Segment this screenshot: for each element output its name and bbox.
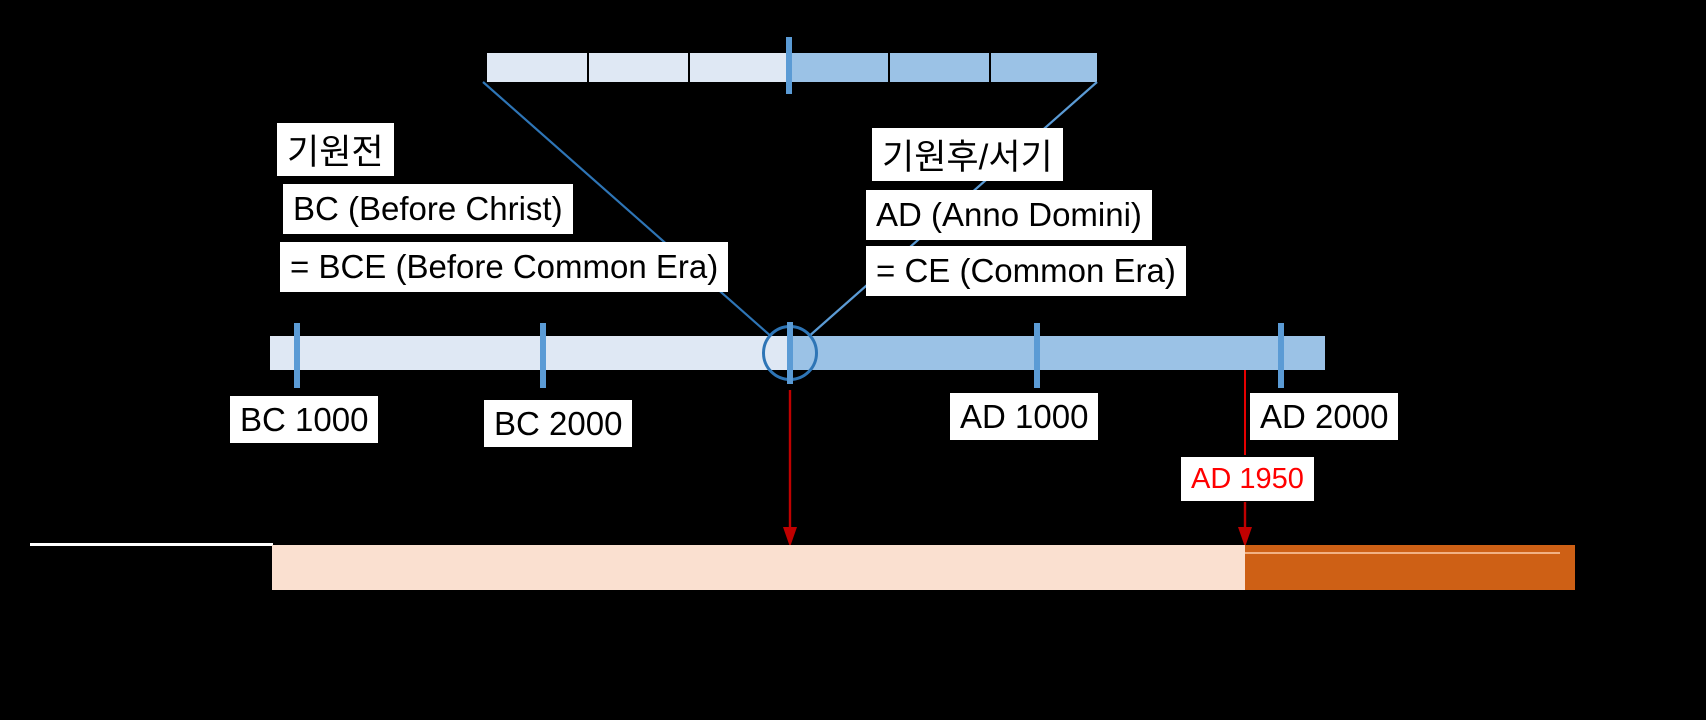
scale-segment-1 <box>487 53 589 82</box>
zero-year-marker-tick <box>786 37 792 94</box>
tick-ad-1000 <box>1034 323 1040 388</box>
scale-segment-2 <box>589 53 690 82</box>
label-bc-1000: BC 1000 <box>230 396 379 443</box>
label-ad-english: AD (Anno Domini) <box>866 190 1152 240</box>
scale-segment-5 <box>890 53 991 82</box>
label-bce-alternative: = BCE (Before Common Era) <box>280 242 729 292</box>
label-bc-english: BC (Before Christ) <box>283 184 573 234</box>
arrow-to-ad-1950-head <box>1238 527 1252 547</box>
segmented-scale-bar <box>487 53 1097 82</box>
timeline-bc-half <box>270 336 790 370</box>
label-ad-korean: 기원후/서기 <box>872 128 1063 181</box>
connector-left <box>482 81 791 354</box>
era-band-baseline <box>30 543 273 546</box>
label-ad-1950: AD 1950 <box>1181 457 1314 501</box>
label-ad-1000: AD 1000 <box>950 393 1099 440</box>
main-timeline <box>270 336 1325 370</box>
tick-ad-2000 <box>1278 323 1284 388</box>
label-bc-2000: BC 2000 <box>484 400 633 447</box>
label-bc-korean: 기원전 <box>277 123 394 176</box>
scale-segment-6 <box>991 53 1097 82</box>
tick-bc-1000 <box>294 323 300 388</box>
pre-modern-band <box>272 545 1245 590</box>
label-ce-alternative: = CE (Common Era) <box>866 246 1186 296</box>
label-ad-2000: AD 2000 <box>1250 393 1399 440</box>
arrow-to-year-zero-head <box>783 527 797 547</box>
tick-bc-2000 <box>540 323 546 388</box>
timeline-ad-half <box>790 336 1325 370</box>
tick-year-zero <box>787 322 793 384</box>
scale-segment-4 <box>789 53 890 82</box>
modern-band-highlight <box>1245 552 1560 554</box>
